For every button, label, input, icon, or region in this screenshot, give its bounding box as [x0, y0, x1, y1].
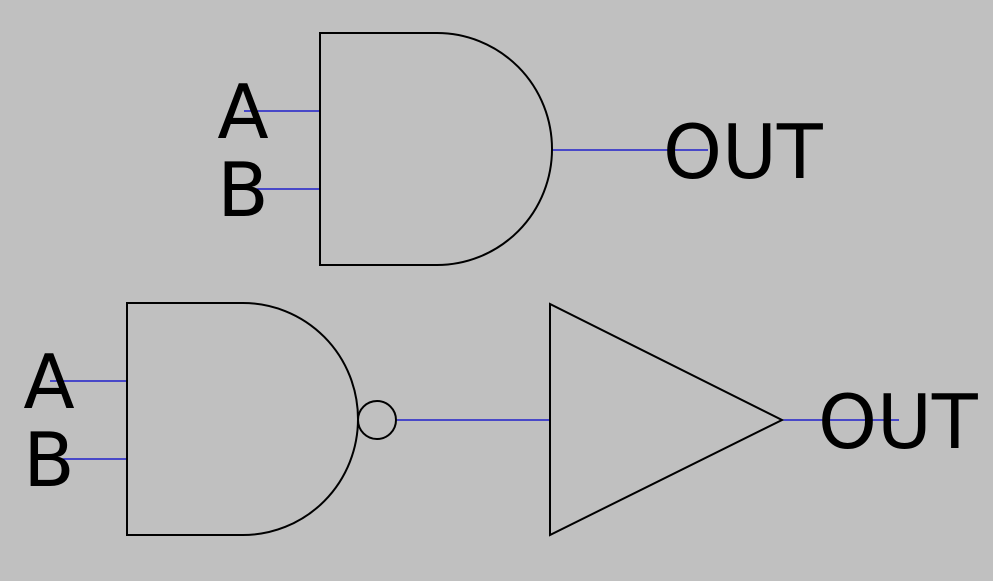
nand-input-b-label: B	[23, 416, 74, 504]
nand-gate	[126, 302, 359, 536]
and-gate	[319, 32, 553, 266]
and-circuit: A B OUT	[217, 32, 824, 266]
and-input-b-label: B	[217, 146, 268, 234]
buffer-gate	[549, 302, 785, 537]
nand-input-a-label: A	[23, 338, 74, 426]
and-input-a-label: A	[217, 68, 268, 156]
nand-buffer-circuit: A B OUT	[23, 302, 979, 537]
buffer-output-label: OUT	[818, 378, 979, 466]
and-output-label: OUT	[663, 108, 824, 196]
nand-inversion-bubble	[357, 400, 397, 440]
